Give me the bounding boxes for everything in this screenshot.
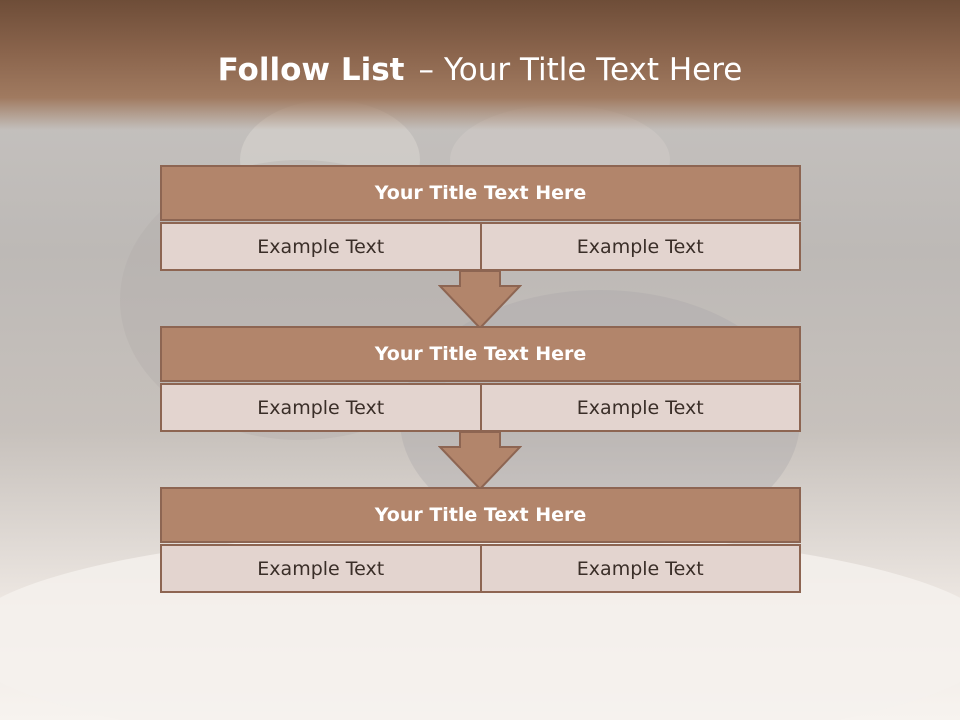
flow-block-row: Example Text Example Text [160, 222, 801, 271]
slide-title: Follow List–Your Title Text Here [0, 52, 960, 88]
slide-title-bold: Follow List [217, 52, 405, 88]
flow-block-row: Example Text Example Text [160, 544, 801, 593]
flow-block-cell-left: Example Text [160, 544, 482, 593]
flow-block-1: Your Title Text Here Example Text Exampl… [160, 165, 801, 271]
flow-block-3: Your Title Text Here Example Text Exampl… [160, 487, 801, 593]
slide-title-rest: Your Title Text Here [443, 52, 743, 88]
slide-title-dash: – [418, 52, 434, 88]
flow-block-cell-right: Example Text [481, 383, 801, 432]
down-arrow-1 [438, 270, 522, 330]
down-arrow-2 [438, 431, 522, 491]
header-band [0, 0, 960, 130]
flow-block-cell-left: Example Text [160, 383, 482, 432]
flow-block-cell-left: Example Text [160, 222, 482, 271]
flow-block-title: Your Title Text Here [160, 326, 801, 382]
flow-block-title: Your Title Text Here [160, 487, 801, 543]
flow-block-cell-right: Example Text [481, 544, 801, 593]
flow-block-2: Your Title Text Here Example Text Exampl… [160, 326, 801, 432]
flow-block-cell-right: Example Text [481, 222, 801, 271]
flow-block-title: Your Title Text Here [160, 165, 801, 221]
flow-block-row: Example Text Example Text [160, 383, 801, 432]
